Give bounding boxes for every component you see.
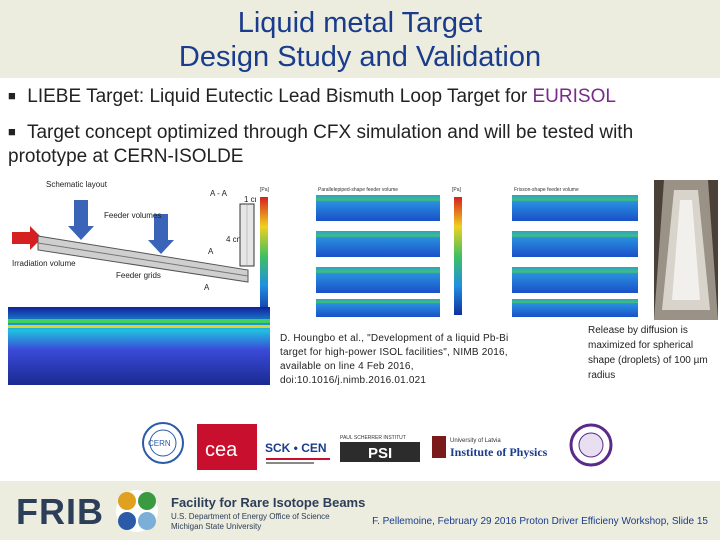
latvia-logo: University of Latvia Institute of Physic… xyxy=(432,436,548,459)
facility-name: Facility for Rare Isotope Beams xyxy=(171,495,366,510)
title-line-2: Design Study and Validation xyxy=(178,41,542,73)
latvia-text: Institute of Physics xyxy=(450,445,548,459)
frib-emblem-icon xyxy=(116,490,158,532)
cern-logo-text: CERN xyxy=(148,439,171,448)
frib-logo: FRIB xyxy=(16,491,104,532)
release-text: Release by diffusion is maximized for sp… xyxy=(588,325,708,381)
bullet-liebe: ■ LIEBE Target: Liquid Eutectic Lead Bis… xyxy=(8,84,616,109)
seal-logo xyxy=(569,423,613,467)
eurisol-highlight: EURISOL xyxy=(532,86,616,107)
psi-small-text: PAUL SCHERRER INSTITUT xyxy=(340,435,406,441)
schematic-title: Schematic layout xyxy=(46,180,108,189)
feeder-grids-label: Feeder grids xyxy=(116,271,161,280)
beam-arrow-icon xyxy=(68,200,94,240)
doe-name: U.S. Department of Energy Office of Scie… xyxy=(171,512,330,521)
bullet-square-icon: ■ xyxy=(8,88,16,103)
pressure-unit-1: [Pa] xyxy=(260,187,270,193)
sck-cen-logo: SCK • CEN xyxy=(264,430,332,470)
plot2-title: Frisson-shape feeder volume xyxy=(514,187,579,193)
dim-1cm: 1 cm xyxy=(244,195,262,204)
msu-name: Michigan State University xyxy=(171,522,262,531)
bullet-liebe-text: LIEBE Target: Liquid Eutectic Lead Bismu… xyxy=(27,86,533,107)
beam-arrow-icon xyxy=(148,214,174,254)
marker-a-2: A xyxy=(204,283,210,292)
red-arrow-icon xyxy=(12,226,42,250)
cfx-simulation-figure: [Pa] Parallelepiped-shape feeder volume … xyxy=(256,183,642,323)
bullet-concept-text: Target concept optimized through CFX sim… xyxy=(8,122,634,167)
bullet-concept: ■ Target concept optimized through CFX s… xyxy=(8,120,708,169)
pressure-unit-2: [Pa] xyxy=(452,187,462,193)
slide-credit: F. Pellemoine, February 29 2016 Proton D… xyxy=(372,516,708,527)
slide-title: Liquid metal Target Design Study and Val… xyxy=(0,6,720,74)
droplet-photo xyxy=(654,180,718,320)
footer-band xyxy=(0,481,720,540)
header-band xyxy=(0,0,720,78)
cern-logo: CERN xyxy=(142,422,184,464)
dim-4cm: 4 cm xyxy=(226,235,244,244)
section-label: A - A xyxy=(210,189,228,198)
irradiation-volume-label: Irradiation volume xyxy=(12,259,76,268)
marker-a-1: A xyxy=(208,247,214,256)
schematic-figure: Schematic layout A - A 1 cm 4 cm Feeder … xyxy=(8,178,270,303)
bullet-square-icon: ■ xyxy=(8,124,16,139)
psi-text: PSI xyxy=(368,445,392,462)
title-line-1: Liquid metal Target xyxy=(237,7,483,39)
cea-logo: cea xyxy=(197,424,257,470)
citation-text: D. Houngbo et al., "Development of a liq… xyxy=(280,333,509,386)
plot1-title: Parallelepiped-shape feeder volume xyxy=(318,187,398,193)
cea-logo-text: cea xyxy=(205,439,238,461)
latvia-small-text: University of Latvia xyxy=(450,438,501,444)
psi-logo: PAUL SCHERRER INSTITUT PSI xyxy=(340,435,420,462)
sck-cen-text: SCK • CEN xyxy=(265,441,327,455)
feeder-volumes-label: Feeder volumes xyxy=(104,211,161,220)
velocity-field-figure xyxy=(8,307,270,385)
